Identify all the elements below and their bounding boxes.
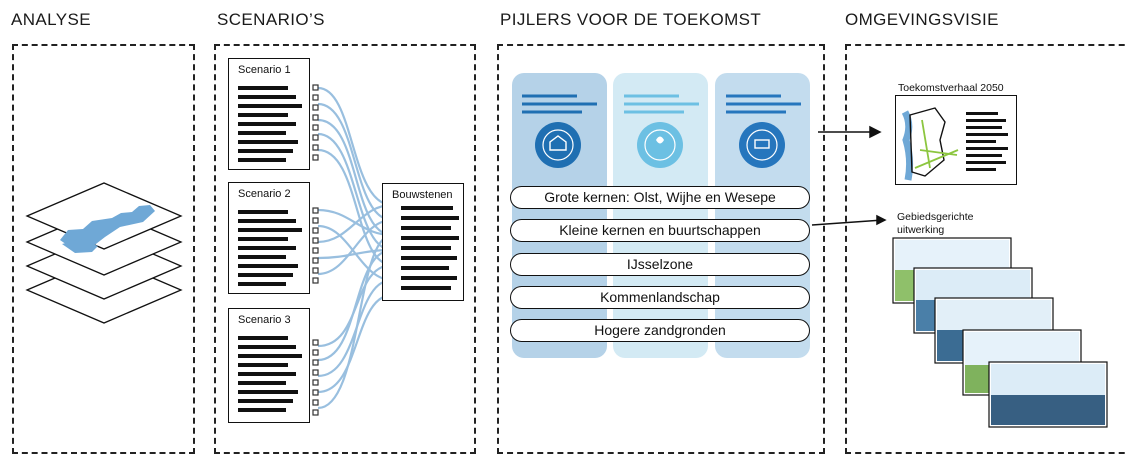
title-scenarios: SCENARIO’S [217,10,325,29]
bouwstenen-title: Bouwstenen [392,189,453,201]
toekomst-map-icon [901,107,959,181]
gebiedsgericht-label: Gebiedsgerichte uitwerking [897,211,973,237]
scenario-1-title: Scenario 1 [238,64,291,76]
title-omgevingsvisie: OMGEVINGSVISIE [845,10,999,29]
bouwstenen-doc: Bouwstenen [382,183,464,301]
pillar-1 [512,73,607,358]
area-kommenlandschap: Kommenlandschap [510,286,810,309]
title-analyse: ANALYSE [11,10,91,29]
area-kleine-kernen: Kleine kernen en buurtschappen [510,219,810,242]
area-hogere-zandgronden: Hogere zandgronden [510,319,810,342]
toekomstverhaal-doc: Toekomstverhaal 2050 [895,82,1017,185]
diagram-graphics [25,73,1108,428]
area-ijsselzone: IJsselzone [510,253,810,276]
scenario-3-title: Scenario 3 [238,314,291,326]
agriculture-icon [739,122,785,168]
nature-water-icon [637,122,683,168]
toekomstverhaal-title: Toekomstverhaal 2050 [898,82,1004,94]
scenario-3-doc: Scenario 3 [228,308,310,423]
gebiedsgericht-line-1: Gebiedsgerichte [897,211,974,223]
area-grote-kernen: Grote kernen: Olst, Wijhe en Wesepe [510,186,810,209]
gebiedsgericht-line-2: uitwerking [897,224,945,236]
title-pijlers: PIJLERS VOOR DE TOEKOMST [500,10,762,29]
community-home-icon [535,122,581,168]
landscape-cards [892,237,1108,428]
scenario-2-doc: Scenario 2 [228,182,310,294]
map-layers-icon [25,182,183,324]
scenario-2-title: Scenario 2 [238,188,291,200]
scenario-1-doc: Scenario 1 [228,58,310,170]
pillar-2 [613,73,708,358]
pillar-3 [715,73,810,358]
